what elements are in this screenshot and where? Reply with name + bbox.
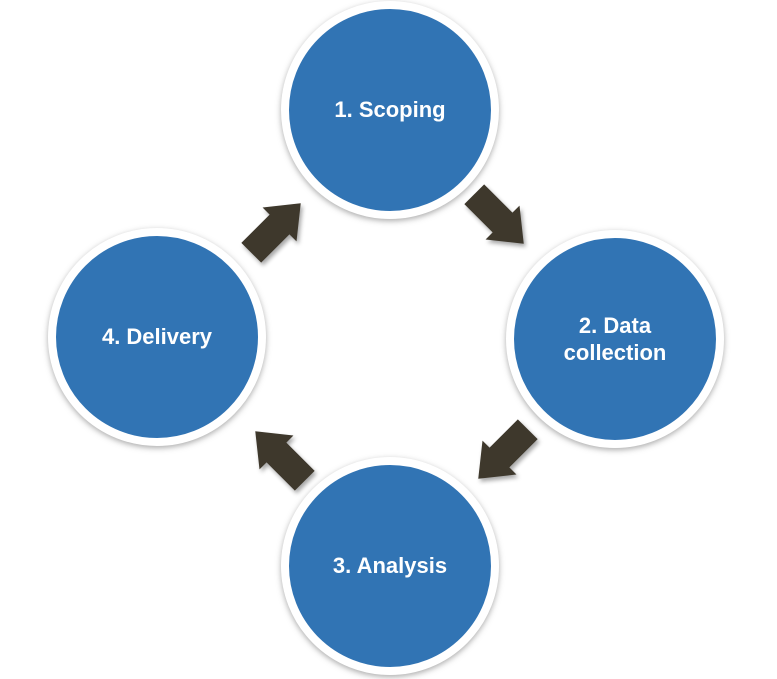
arrow-shape: [241, 203, 301, 263]
arrow-icon-data-collection-to-analysis: [478, 419, 538, 479]
step-label-analysis: 3. Analysis: [332, 553, 448, 579]
step-label-scoping: 1. Scoping: [334, 97, 446, 123]
arrow-shape: [464, 184, 524, 244]
step-circle-scoping: 1. Scoping: [281, 1, 499, 219]
step-circle-data-collection: 2. Data collection: [506, 230, 724, 448]
arrow-icon-analysis-to-delivery: [255, 431, 315, 491]
arrow-icon-delivery-to-scoping: [241, 203, 301, 263]
step-label-delivery: 4. Delivery: [101, 324, 213, 350]
arrow-icon-scoping-to-data-collection: [464, 184, 524, 244]
step-circle-delivery: 4. Delivery: [48, 228, 266, 446]
arrow-shape: [478, 419, 538, 479]
step-circle-analysis: 3. Analysis: [281, 457, 499, 675]
step-label-data-collection: 2. Data collection: [563, 312, 667, 366]
arrow-shape: [255, 431, 315, 491]
